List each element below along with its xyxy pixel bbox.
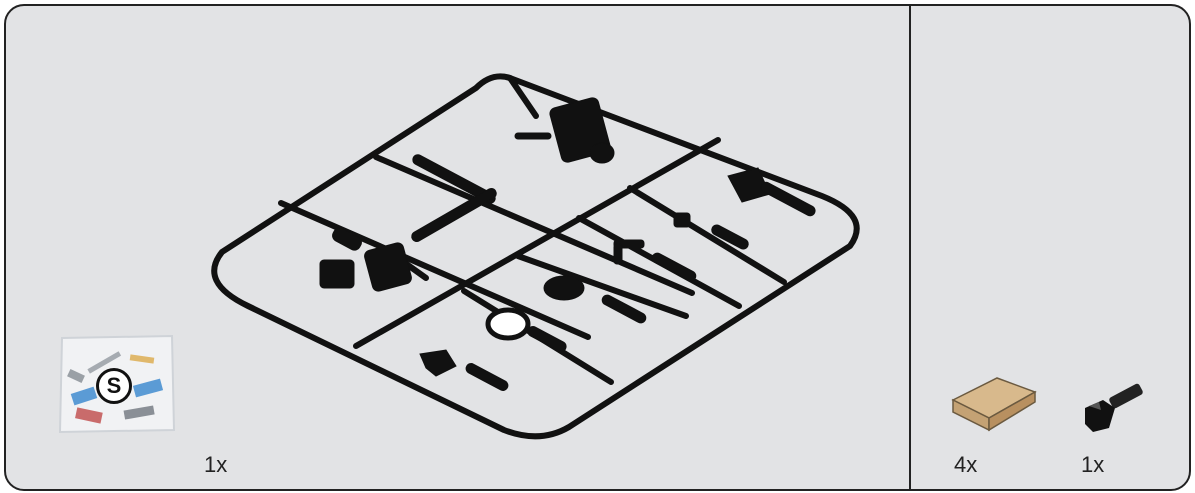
main-step-area: S 1x: [6, 6, 909, 489]
tool-sprue-illustration: [6, 6, 909, 489]
small-wrench-part: [674, 213, 750, 251]
black-clip-piece-quantity: 1x: [1081, 454, 1104, 476]
instruction-panel: S 1x: [4, 4, 1191, 491]
socket-part: [488, 310, 568, 353]
torch-part: [320, 226, 413, 293]
tan-slope-brick-quantity: 4x: [954, 454, 977, 476]
sprue-frame: [214, 76, 857, 436]
tan-slope-brick-image: [949, 370, 1039, 432]
adjustable-wrench-part: [420, 350, 510, 392]
cross-wrench-part: [410, 153, 498, 243]
parts-panel: 4x 1x: [911, 6, 1189, 489]
black-clip-piece-image: [1079, 380, 1149, 436]
